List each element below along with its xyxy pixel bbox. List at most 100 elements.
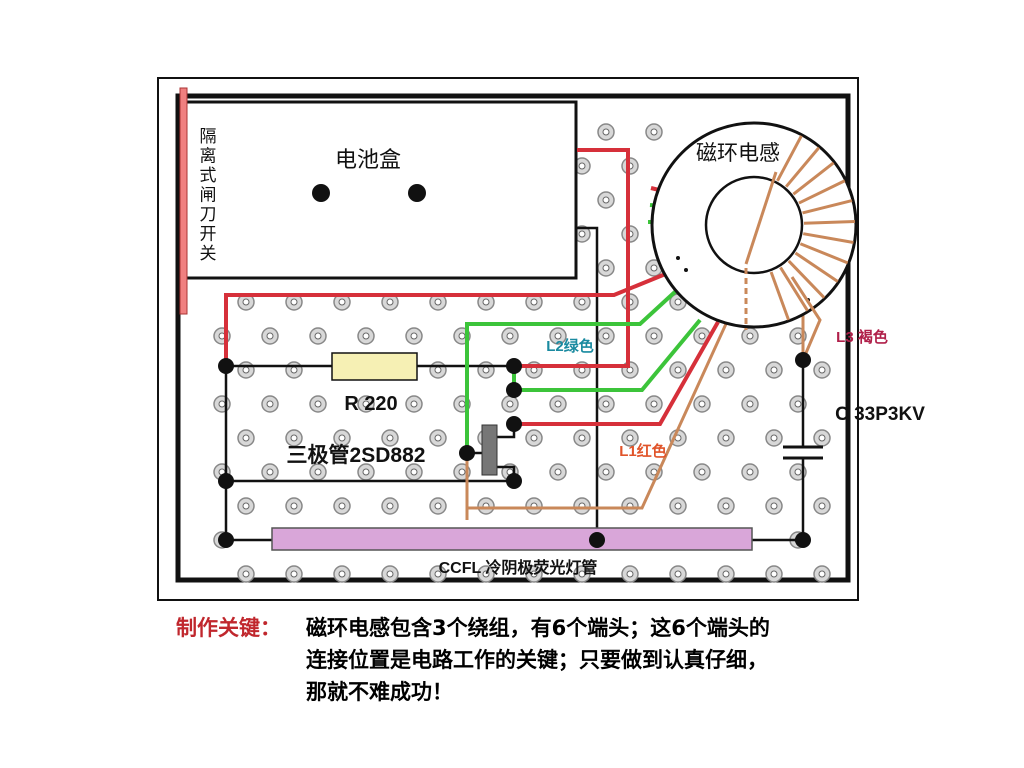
board-hole-center	[650, 264, 658, 272]
board-hole-center	[674, 298, 682, 306]
board-hole-center	[650, 400, 658, 408]
board-hole-center	[674, 366, 682, 374]
junction-dot	[459, 445, 475, 461]
toroid-winding-turn	[792, 161, 835, 196]
toroid-label: 磁环电感	[696, 141, 780, 165]
board-hole-center	[290, 502, 298, 510]
board-hole-center	[602, 128, 610, 136]
board-hole-center	[458, 468, 466, 476]
junction-dot	[218, 532, 234, 548]
board-hole-center	[242, 434, 250, 442]
board-hole-center	[242, 502, 250, 510]
capacitor	[783, 445, 823, 460]
toroid-winding-turn	[798, 179, 846, 205]
board-hole-center	[674, 502, 682, 510]
board-hole-center	[770, 366, 778, 374]
battery-terminal-right	[408, 184, 426, 202]
junction-dot	[506, 358, 522, 374]
board-hole-center	[626, 434, 634, 442]
board-hole-center	[386, 570, 394, 578]
resistor	[331, 352, 418, 381]
board-hole-center	[338, 502, 346, 510]
board-hole-center	[530, 434, 538, 442]
toroid-winding-turn	[787, 259, 826, 299]
board-holes	[213, 123, 831, 583]
board-hole-center	[386, 434, 394, 442]
board-hole-center	[770, 434, 778, 442]
junction-dot	[506, 473, 522, 489]
toroid-winding-turn	[776, 135, 803, 182]
board-hole-center	[362, 400, 370, 408]
toroid-winding-turn	[779, 266, 809, 312]
board-hole-center	[602, 332, 610, 340]
board-hole-center	[434, 502, 442, 510]
board-hole-center	[818, 434, 826, 442]
board-hole-center	[578, 162, 586, 170]
key-note-body: 磁环电感包含3个绕组，有6个端头；这6个端头的 连接位置是电路工作的关键；只要做…	[306, 612, 896, 708]
board-hole-center	[242, 298, 250, 306]
board-hole-center	[818, 502, 826, 510]
resistor-label: R 220	[344, 393, 397, 415]
junction-dot	[589, 532, 605, 548]
board-hole-center	[722, 570, 730, 578]
key-note-title: 制作关键：	[176, 616, 281, 640]
junction-dot	[795, 532, 811, 548]
key-note: 制作关键： 磁环电感包含3个绕组，有6个端头；这6个端头的 连接位置是电路工作的…	[176, 612, 896, 704]
junction-dot	[795, 352, 811, 368]
board-hole-center	[362, 468, 370, 476]
board-hole-center	[314, 468, 322, 476]
board-hole-center	[386, 502, 394, 510]
transistor-label: 三极管2SD882	[287, 443, 426, 467]
board-hole-center	[650, 332, 658, 340]
board-hole-center	[746, 332, 754, 340]
toroid-winding-turn	[802, 232, 854, 245]
board-hole-center	[530, 298, 538, 306]
board-hole-center	[338, 570, 346, 578]
board-hole-center	[458, 332, 466, 340]
junction-dot	[218, 473, 234, 489]
board-hole-center	[602, 468, 610, 476]
inner-frame	[175, 93, 851, 583]
board-hole-center	[242, 366, 250, 374]
capacitor-label: C 33P3KV	[835, 404, 925, 425]
board-hole-center	[770, 570, 778, 578]
junction-dot	[506, 416, 522, 432]
board-hole-center	[578, 570, 586, 578]
board-hole-center	[338, 434, 346, 442]
toroid-winding-turn	[784, 146, 821, 188]
battery-box-label: 电池盒	[335, 148, 401, 173]
toroid-winding-turn	[802, 199, 853, 215]
board-hole-center	[674, 570, 682, 578]
junction-dot	[506, 382, 522, 398]
board-hole-center	[314, 332, 322, 340]
toroid-winding-turn	[769, 271, 790, 321]
l3-label: L3 褐色	[836, 328, 888, 346]
board-hole-center	[482, 570, 490, 578]
board-hole-center	[818, 570, 826, 578]
board-hole-center	[410, 468, 418, 476]
board-hole-center	[602, 400, 610, 408]
board-hole-center	[458, 400, 466, 408]
board-hole-center	[434, 570, 442, 578]
board-hole-center	[770, 502, 778, 510]
board-hole-center	[578, 434, 586, 442]
board-hole-center	[626, 570, 634, 578]
key-note-line2: 连接位置是电路工作的关键；只要做到认真仔细，	[306, 648, 768, 672]
board-hole-center	[434, 298, 442, 306]
transistor-body	[481, 424, 498, 476]
toroid-winding-turn	[799, 242, 849, 265]
board-hole-center	[746, 400, 754, 408]
board-hole-center	[602, 264, 610, 272]
board-hole-center	[506, 332, 514, 340]
board-hole-center	[794, 332, 802, 340]
board-hole-center	[362, 332, 370, 340]
board-hole-center	[578, 230, 586, 238]
board-hole-center	[290, 570, 298, 578]
junction-dot	[218, 358, 234, 374]
board-hole-center	[386, 298, 394, 306]
board-hole-center	[602, 196, 610, 204]
board-hole-center	[266, 400, 274, 408]
board-hole-center	[722, 366, 730, 374]
board-hole-center	[698, 400, 706, 408]
board-hole-center	[530, 570, 538, 578]
